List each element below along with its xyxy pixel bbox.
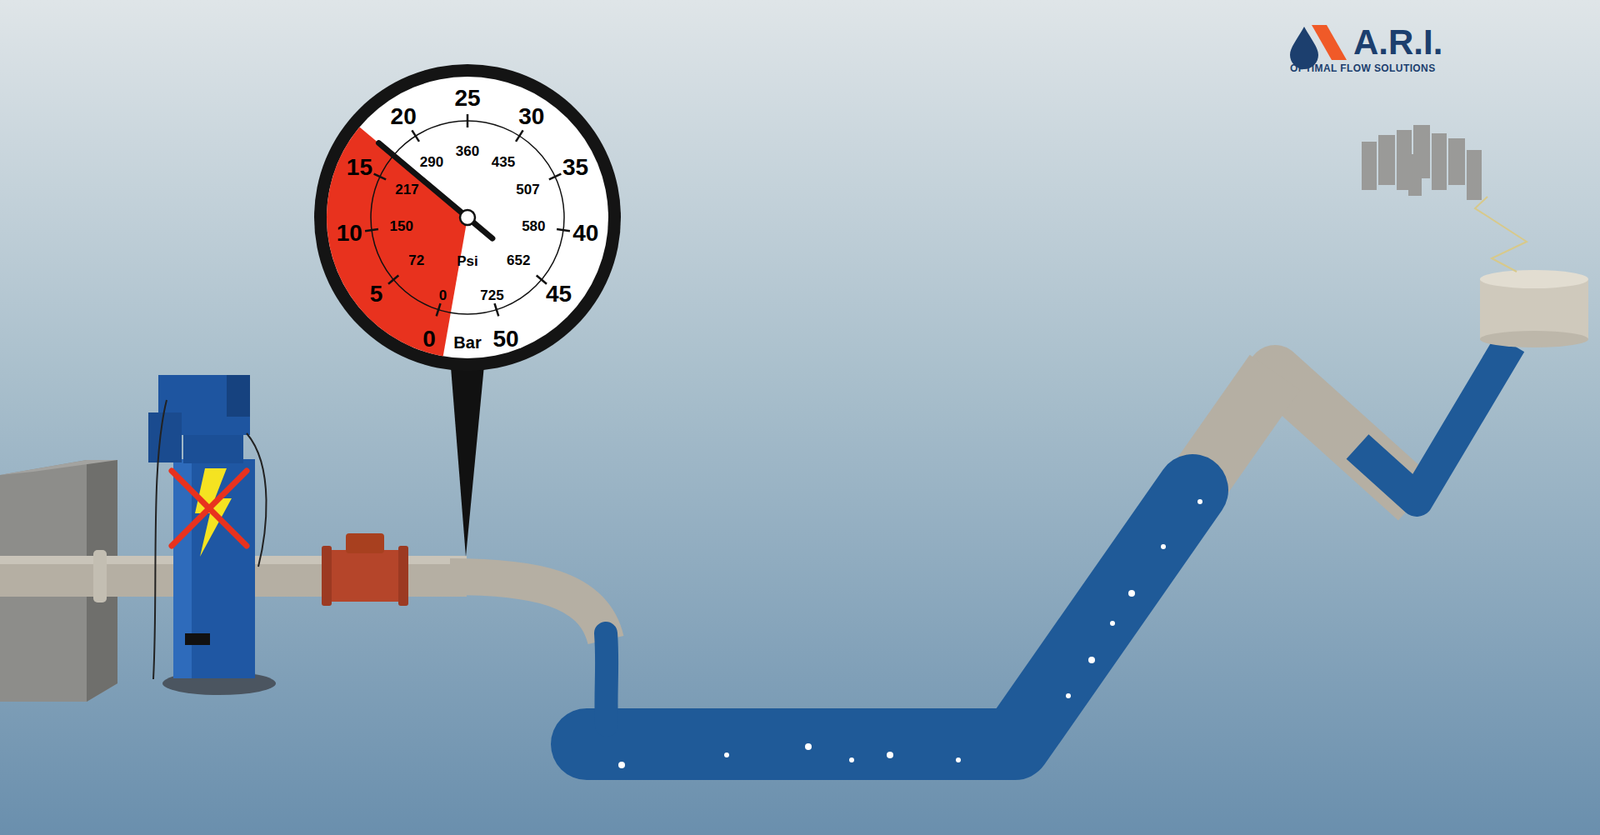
needle-hub	[460, 210, 475, 225]
psi-ring	[370, 120, 565, 315]
psi-scale-number: 72	[408, 253, 425, 268]
psi-scale-number: 150	[389, 219, 413, 234]
pump-plate	[185, 633, 210, 645]
bar-scale-number: 35	[562, 155, 589, 180]
pipe-bend	[450, 576, 606, 640]
bar-scale-number: 50	[492, 327, 519, 351]
psi-scale-number: 0	[439, 288, 447, 303]
callout-pointer	[450, 356, 485, 557]
psi-scale-number: 290	[420, 154, 444, 169]
supply-line	[1475, 196, 1527, 272]
psi-scale-number: 435	[491, 154, 515, 169]
bar-scale-number: 30	[518, 105, 545, 129]
bar-scale-number: 20	[390, 105, 417, 129]
bar-scale-number: 0	[422, 327, 436, 351]
logo-mark	[1311, 25, 1347, 60]
water-pipe	[586, 490, 1193, 745]
air-bubbles	[618, 499, 1203, 769]
valve-cover	[345, 533, 385, 554]
bar-scale-number: 5	[370, 282, 384, 306]
water-pipe	[1357, 343, 1510, 500]
power-off-cross	[171, 470, 247, 546]
cable	[246, 433, 267, 567]
pump-box	[226, 375, 250, 417]
check-valve	[321, 550, 409, 602]
bar-scale-number: 10	[336, 221, 363, 245]
psi-scale-number: 725	[480, 288, 504, 303]
psi-scale-number: 580	[521, 219, 545, 234]
concrete-top	[0, 460, 118, 475]
logo-tagline: OPTIMAL FLOW SOLUTIONS	[1290, 63, 1436, 74]
unit-label: Bar	[453, 334, 481, 351]
water-fall	[605, 633, 607, 725]
valve-flange	[398, 545, 409, 606]
tank-top	[1480, 270, 1589, 289]
buildings	[1361, 125, 1482, 200]
psi-scale-number: 360	[455, 144, 480, 159]
pump-body	[173, 459, 255, 679]
valve-flange	[321, 545, 332, 606]
pump-box	[148, 412, 182, 463]
bar-scale-number: 45	[545, 282, 572, 306]
psi-scale-number: 217	[395, 182, 419, 197]
psi-scale-number: 507	[515, 182, 540, 197]
logo-name: A.R.I.	[1353, 25, 1443, 60]
power-off-cross	[171, 470, 247, 546]
bar-scale-number: 15	[346, 155, 373, 180]
bar-scale-number: 25	[454, 86, 480, 110]
pipe-flange	[93, 550, 107, 603]
gauge-rim	[314, 64, 621, 371]
pump-neck	[183, 433, 244, 464]
bar-scale-number: 40	[572, 221, 599, 245]
unit-label: Psi	[456, 254, 479, 269]
tank-base	[1480, 330, 1589, 348]
gauge-ticks	[365, 114, 570, 316]
gauge-needle	[379, 143, 493, 239]
psi-scale-number: 652	[506, 253, 530, 268]
cable	[153, 400, 167, 680]
gauge-face	[326, 76, 609, 359]
